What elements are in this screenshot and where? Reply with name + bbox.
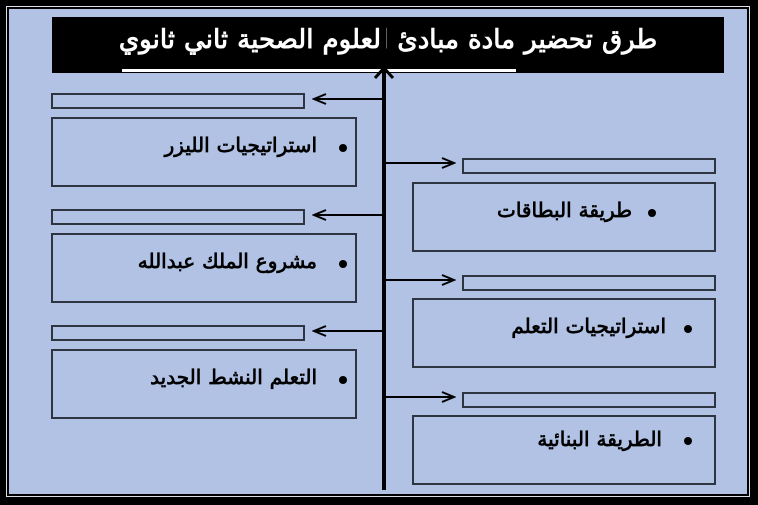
label-bar-left-2: [51, 209, 305, 225]
arrow-left-icon: [312, 325, 327, 337]
connector-left-1: [315, 98, 383, 100]
left-box-1: استراتيجيات الليزر: [51, 117, 357, 187]
arrow-right-icon: [441, 274, 456, 286]
label-bar-left-1: [51, 93, 305, 109]
left-box-2: مشروع الملك عبدالله: [51, 233, 357, 303]
connector-right-1: [384, 162, 452, 164]
right-item-label: طريقة البطاقات: [497, 198, 632, 222]
right-item-label: الطريقة البنائية: [537, 427, 662, 451]
connector-right-2: [384, 279, 452, 281]
central-spine: [382, 27, 386, 490]
arrow-left-icon: [312, 93, 327, 105]
right-box-3: الطريقة البنائية: [412, 415, 716, 485]
left-box-3: التعلم النشط الجديد: [51, 349, 357, 419]
left-item-label: استراتيجيات الليزر: [164, 133, 317, 157]
label-bar-right-2: [462, 275, 716, 291]
frame-inner-border: طرق تحضير مادة مبادئ العلوم الصحية ثاني …: [6, 6, 750, 497]
label-bar-right-1: [462, 158, 716, 174]
title-bar: طرق تحضير مادة مبادئ العلوم الصحية ثاني …: [52, 17, 724, 73]
connector-left-2: [315, 214, 383, 216]
bullet-icon: [339, 376, 347, 384]
left-item-label: مشروع الملك عبدالله: [137, 249, 317, 273]
bullet-icon: [648, 209, 656, 217]
right-box-1: طريقة البطاقات: [412, 182, 716, 252]
page-title: طرق تحضير مادة مبادئ العلوم الصحية ثاني …: [118, 25, 658, 55]
label-bar-right-3: [462, 392, 716, 408]
diagram-canvas: طرق تحضير مادة مبادئ العلوم الصحية ثاني …: [9, 9, 747, 494]
label-bar-left-3: [51, 325, 305, 341]
right-item-label: استراتيجيات التعلم: [511, 314, 666, 338]
bullet-icon: [684, 325, 692, 333]
right-box-2: استراتيجيات التعلم: [412, 298, 716, 368]
title-underline: [122, 69, 516, 72]
arrow-left-icon: [312, 209, 327, 221]
bullet-icon: [339, 260, 347, 268]
connector-left-3: [315, 330, 383, 332]
bullet-icon: [684, 437, 692, 445]
left-item-label: التعلم النشط الجديد: [150, 365, 317, 389]
arrow-right-icon: [441, 157, 456, 169]
connector-right-3: [384, 396, 452, 398]
arrow-up-icon: [373, 65, 395, 80]
bullet-icon: [339, 144, 347, 152]
arrow-right-icon: [441, 391, 456, 403]
